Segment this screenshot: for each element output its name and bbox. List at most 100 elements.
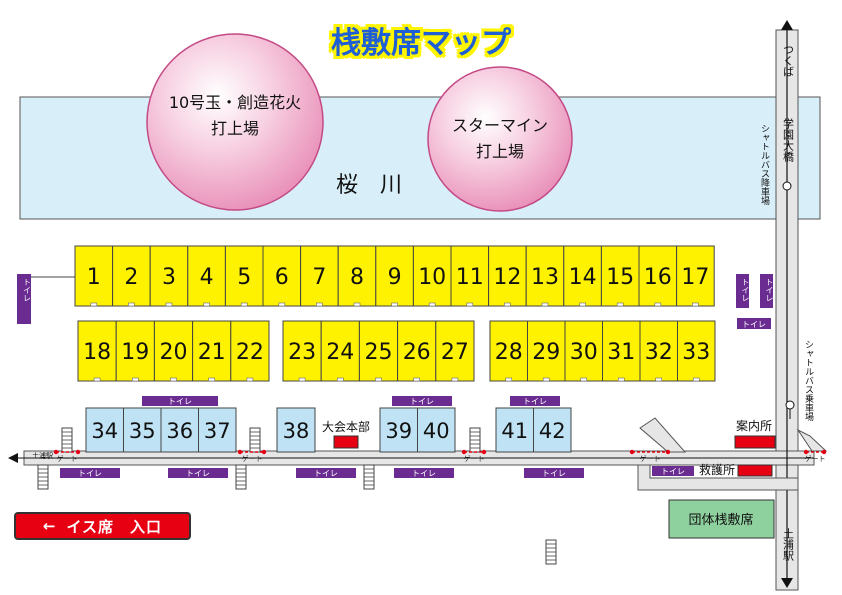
seat-step: [451, 377, 459, 382]
gate-5: ゲート: [803, 449, 827, 463]
seat-42[interactable]: [533, 407, 572, 453]
seat-step: [278, 302, 286, 307]
seat-step: [391, 302, 398, 307]
launch-site-starmine: [427, 66, 573, 212]
seat-3[interactable]: [149, 245, 189, 307]
seat-step: [240, 302, 248, 307]
stairs-6: [363, 464, 375, 490]
seat-number-21: 21: [198, 340, 226, 365]
seat-26[interactable]: [397, 320, 437, 382]
direction-west: 土浦駅: [32, 451, 53, 460]
seat-step: [375, 377, 382, 382]
gate-post-icon: [237, 449, 243, 455]
toilet-11: トイレ: [17, 274, 32, 324]
gate-post-icon: [665, 449, 671, 455]
toilet-label: トイレ: [661, 467, 685, 476]
seat-number-15: 15: [606, 265, 634, 290]
toilet-label: トイレ: [314, 469, 338, 478]
seat-step: [336, 377, 344, 382]
toilet-icon: [142, 396, 218, 406]
seat-step: [90, 302, 98, 307]
seat-38[interactable]: [276, 407, 316, 453]
arrow-west-icon: [8, 453, 18, 463]
arrow-south-icon: [781, 578, 793, 588]
arrow-north-icon: [781, 20, 793, 30]
seat-number-25: 25: [365, 340, 393, 365]
seat-number-26: 26: [403, 340, 431, 365]
seat-36[interactable]: [160, 407, 199, 453]
gate-label: ゲート: [57, 454, 78, 463]
seat-17[interactable]: [676, 245, 715, 307]
seat-number-41: 41: [501, 419, 528, 443]
toilet-icon: [736, 274, 749, 308]
seat-number-7: 7: [312, 265, 326, 290]
group-seats-area: [668, 499, 775, 539]
toilet-label: トイレ: [523, 397, 547, 406]
seat-13[interactable]: [525, 245, 565, 307]
seat-number-17: 17: [681, 265, 709, 290]
toilet-9: トイレ: [652, 466, 694, 476]
seat-step: [93, 377, 101, 382]
seat-12[interactable]: [488, 245, 527, 307]
seat-32[interactable]: [639, 320, 678, 382]
toilet-icon: [737, 318, 771, 329]
gate-label: ゲート: [242, 454, 263, 463]
stairs-1: [61, 427, 73, 453]
seat-7[interactable]: [300, 245, 339, 307]
gate-post-icon: [75, 449, 81, 455]
seat-number-12: 12: [493, 265, 521, 290]
seat-40[interactable]: [417, 407, 456, 453]
seat-step: [170, 377, 177, 382]
seat-number-11: 11: [456, 265, 484, 290]
toilet-label: トイレ: [542, 469, 566, 478]
seat-number-30: 30: [570, 340, 598, 365]
seat-step: [541, 302, 549, 307]
seat-35[interactable]: [123, 407, 162, 453]
seat-number-8: 8: [350, 265, 364, 290]
seat-41[interactable]: [495, 407, 534, 453]
seat-number-9: 9: [388, 265, 402, 290]
seat-number-31: 31: [607, 340, 635, 365]
seat-31[interactable]: [602, 320, 641, 382]
chair-seat-entrance-label: イス席 入口: [66, 517, 163, 536]
group-seats-label: 団体桟敷席: [688, 512, 753, 528]
seat-18[interactable]: [77, 320, 117, 382]
seat-24[interactable]: [320, 320, 360, 382]
seat-11[interactable]: [450, 245, 490, 307]
toilets: トイレトイレトイレトイレトイレトイレトイレトイレトイレトイレトイレトイレトイレ: [17, 274, 774, 478]
gate-label: ゲート: [464, 454, 485, 463]
launch-site-large: [146, 33, 324, 211]
seat-22[interactable]: [230, 320, 270, 382]
stairs-7: [545, 539, 557, 565]
seat-5[interactable]: [224, 245, 264, 307]
seat-15[interactable]: [600, 245, 640, 307]
toilet-label: トイレ: [410, 397, 434, 406]
access-road: [637, 464, 799, 491]
seat-37[interactable]: [198, 407, 237, 453]
seat-step: [579, 302, 586, 307]
seat-number-37: 37: [204, 419, 231, 443]
seat-9[interactable]: [375, 245, 414, 307]
seat-number-20: 20: [160, 340, 188, 365]
chair-seat-entrance-button[interactable]: ← イス席 入口: [14, 512, 191, 540]
seat-number-32: 32: [645, 340, 673, 365]
seat-step: [504, 302, 511, 307]
gates: ゲートゲートゲートゲートゲート: [53, 449, 827, 463]
direction-south: 土浦駅: [782, 528, 795, 562]
seat-14[interactable]: [563, 245, 602, 307]
toilet-icon: [60, 468, 120, 478]
seat-1[interactable]: [74, 245, 114, 307]
seat-16[interactable]: [638, 245, 678, 307]
seat-23[interactable]: [282, 320, 322, 382]
toilet-icon: [510, 396, 560, 406]
seat-number-24: 24: [326, 340, 354, 365]
seat-step: [203, 302, 210, 307]
seat-number-14: 14: [569, 265, 597, 290]
seat-step: [128, 302, 135, 307]
seat-number-6: 6: [275, 265, 289, 290]
